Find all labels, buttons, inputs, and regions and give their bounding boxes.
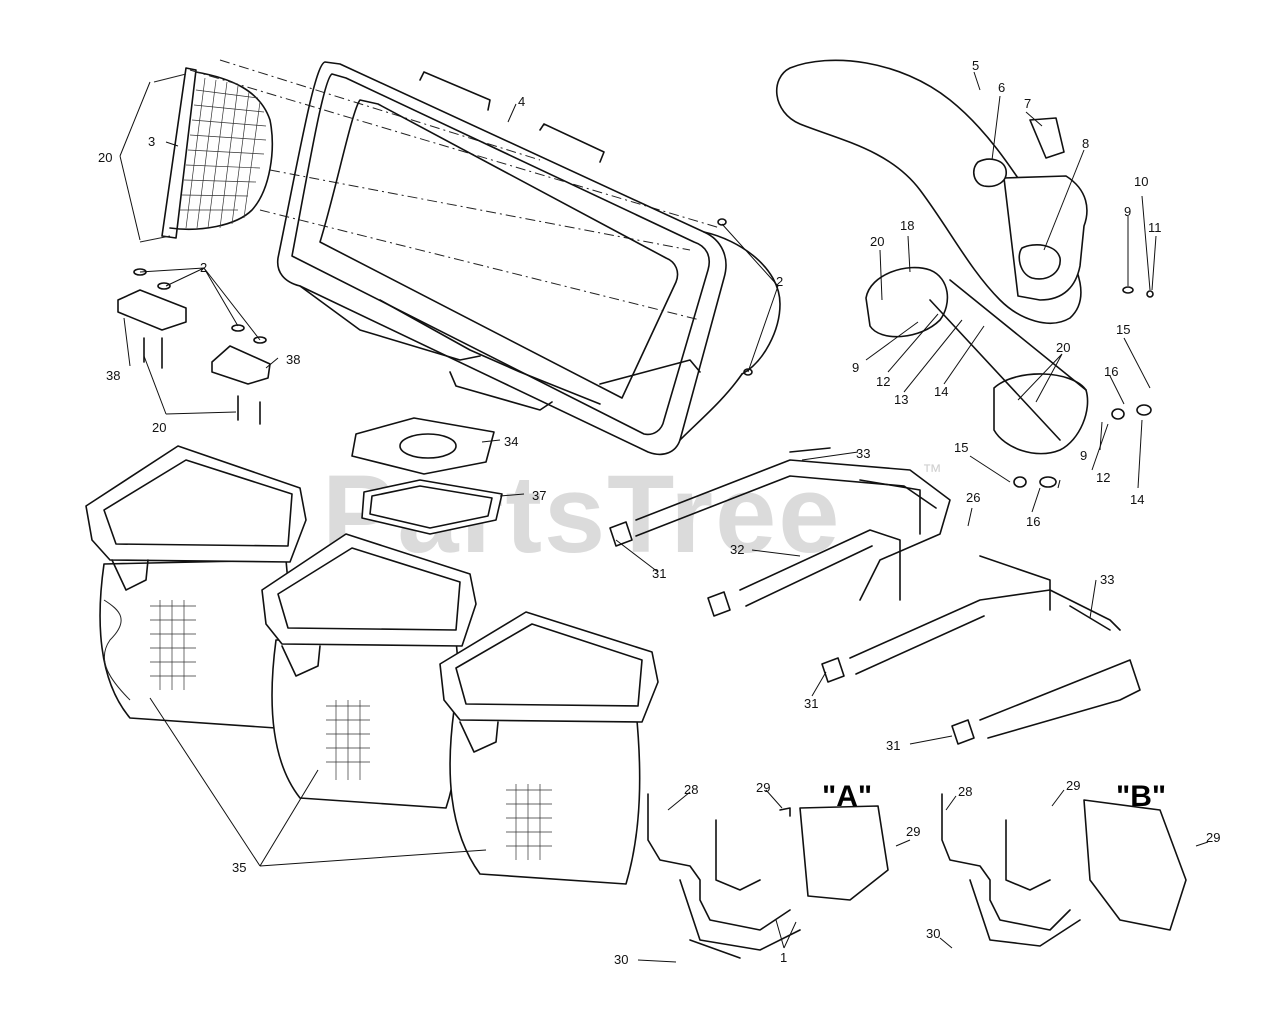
callout-12: 12 xyxy=(1096,470,1110,485)
callout-26: 26 xyxy=(966,490,980,505)
callout-labels: 1 2 2 2 3 4 5 6 7 8 9 9 9 10 11 12 12 13… xyxy=(98,58,1220,967)
view-labels: "A" "B" xyxy=(822,780,1166,813)
callout-9: 9 xyxy=(1124,204,1131,219)
callout-6: 6 xyxy=(998,80,1005,95)
callout-8: 8 xyxy=(1082,136,1089,151)
callout-11: 11 xyxy=(1148,220,1162,235)
callout-32: 32 xyxy=(730,542,744,557)
callout-28: 28 xyxy=(958,784,972,799)
part-grass-bags xyxy=(85,445,659,885)
callout-37: 37 xyxy=(532,488,546,503)
part-hitch-b xyxy=(941,793,1187,947)
callout-18: 18 xyxy=(900,218,914,233)
callout-33: 33 xyxy=(856,446,870,461)
callout-38: 38 xyxy=(106,368,120,383)
part-hitch-a xyxy=(647,793,889,959)
part-rear-screen xyxy=(139,67,273,243)
callout-20: 20 xyxy=(1056,340,1070,355)
alignment-lines xyxy=(189,59,721,321)
callout-2: 2 xyxy=(200,260,207,275)
callout-13: 13 xyxy=(894,392,908,407)
callout-30: 30 xyxy=(926,926,940,941)
part-chute-tube xyxy=(776,59,1088,324)
part-frame xyxy=(609,447,1141,745)
callout-2: 2 xyxy=(776,274,783,289)
callout-20: 20 xyxy=(870,234,884,249)
callout-30: 30 xyxy=(614,952,628,967)
callout-31: 31 xyxy=(886,738,900,753)
part-plate-gasket xyxy=(351,417,503,535)
callout-7: 7 xyxy=(1024,96,1031,111)
callout-9: 9 xyxy=(852,360,859,375)
callout-33: 33 xyxy=(1100,572,1114,587)
watermark-trademark: ™ xyxy=(922,461,942,483)
callout-34: 34 xyxy=(504,434,518,449)
callout-16: 16 xyxy=(1026,514,1040,529)
leader-lines xyxy=(119,71,1209,963)
callout-10: 10 xyxy=(1134,174,1148,189)
grass-bag-1 xyxy=(85,445,307,729)
callout-3: 3 xyxy=(148,134,155,149)
view-label-a: "A" xyxy=(822,780,872,813)
part-adapter xyxy=(865,266,1154,488)
callout-12: 12 xyxy=(876,374,890,389)
callout-5: 5 xyxy=(972,58,979,73)
callout-31: 31 xyxy=(804,696,818,711)
callout-29: 29 xyxy=(906,824,920,839)
callout-28: 28 xyxy=(684,782,698,797)
callout-20: 20 xyxy=(98,150,112,165)
part-bag-lid xyxy=(276,61,781,456)
callout-29: 29 xyxy=(756,780,770,795)
part-brackets xyxy=(117,218,753,425)
callout-20: 20 xyxy=(152,420,166,435)
callout-38: 38 xyxy=(286,352,300,367)
callout-9: 9 xyxy=(1080,448,1087,463)
view-label-b: "B" xyxy=(1116,780,1166,813)
callout-15: 15 xyxy=(1116,322,1130,337)
callout-29: 29 xyxy=(1206,830,1220,845)
callout-14: 14 xyxy=(1130,492,1144,507)
grass-bag-3 xyxy=(439,611,659,885)
grass-bag-2 xyxy=(261,533,477,809)
callout-4: 4 xyxy=(518,94,525,109)
callout-1: 1 xyxy=(780,950,787,965)
callout-31: 31 xyxy=(652,566,666,581)
callout-16: 16 xyxy=(1104,364,1118,379)
callout-15: 15 xyxy=(954,440,968,455)
callout-35: 35 xyxy=(232,860,246,875)
callout-29: 29 xyxy=(1066,778,1080,793)
callout-14: 14 xyxy=(934,384,948,399)
